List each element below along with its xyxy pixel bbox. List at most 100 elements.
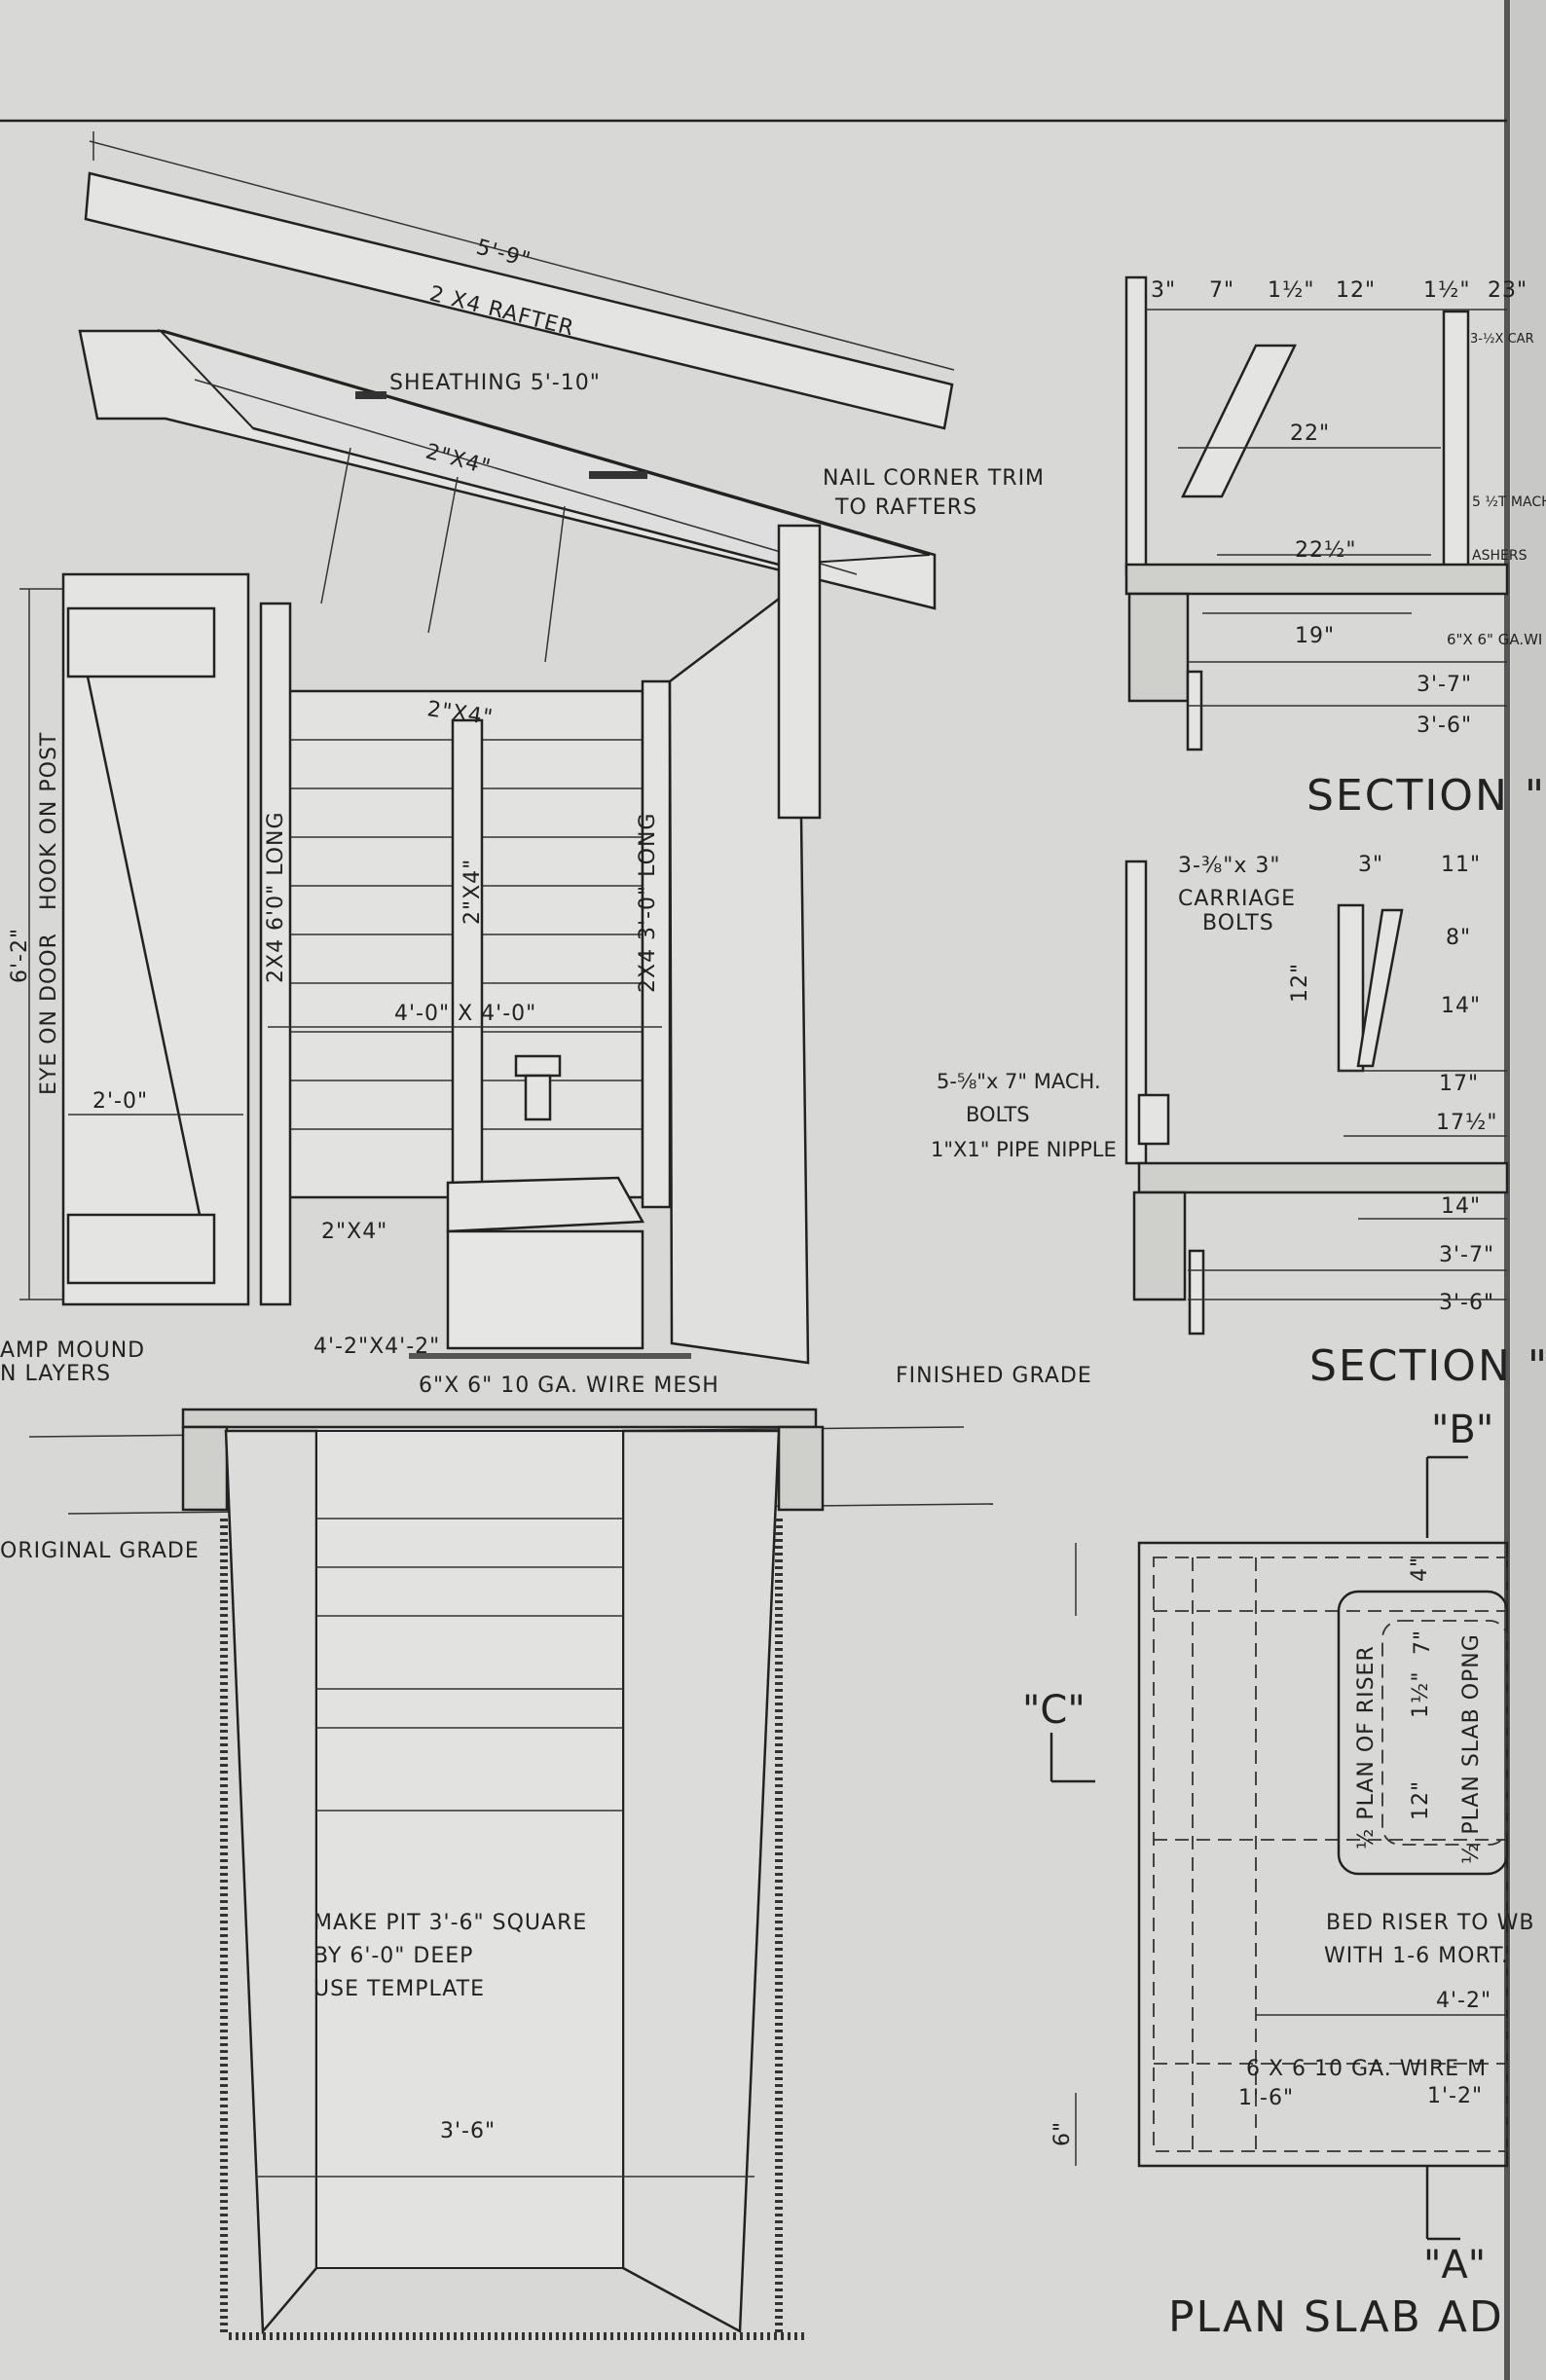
c-d17half: 17½" (1436, 1111, 1497, 1135)
shingle-hatch (355, 391, 386, 399)
footing-left (181, 1425, 229, 1512)
c-d14a: 14" (1441, 994, 1481, 1018)
plan-slab-title: PLAN SLAB AD (1168, 2292, 1504, 2342)
section-c: 3-⅜"x 3" CARRIAGE BOLTS 3" 11" 8" 12" 14… (931, 853, 1546, 1391)
rafter-dim-line (89, 140, 955, 371)
plan-d16: 1'-6" (1238, 2086, 1294, 2110)
ab-d22: 22" (1290, 421, 1330, 446)
carriage-label-2: CARRIAGE (1178, 887, 1296, 911)
hook-on-post-label: HOOK ON POST (37, 732, 61, 910)
ab-d37: 3'-7" (1417, 673, 1472, 697)
floor-dim-label: 4'-0" X 4'-0" (394, 1002, 536, 1026)
corner-trim (777, 524, 822, 820)
plan-d4: 4" (1408, 1556, 1432, 1582)
plan-d1half: 1½" (1409, 1671, 1433, 1718)
center-stud (451, 718, 484, 1190)
bottom-2x4-label: 2"X4" (321, 1220, 387, 1244)
door (61, 572, 250, 1306)
slab-opening-label: ½ PLAN SLAB OPNG (1459, 1633, 1484, 1864)
sheathing-label: SHEATHING 5'-10" (389, 371, 601, 395)
original-grade-label: ORIGINAL GRADE (0, 1539, 200, 1563)
riser-plan-label: ½ PLAN OF RISER (1354, 1645, 1379, 1849)
tamp-mound-label-1: AMP MOUND (0, 1338, 145, 1363)
section-slab (1124, 563, 1509, 596)
marker-b: "B" (1431, 1408, 1493, 1452)
ab-dim-5: 23" (1488, 278, 1528, 303)
ab-dim-3: 12" (1336, 278, 1376, 303)
plan-slab: "B" "C" 4" 7" 1½" 12" ½ PLAN OF RISER ½ … (1022, 1408, 1534, 2342)
c-d3: 3" (1358, 853, 1383, 877)
side-wall (668, 581, 810, 1365)
ab-dim-4: 1½" (1423, 278, 1470, 303)
seat-slant (1181, 344, 1297, 498)
rafter-board (84, 171, 954, 430)
ab-dim-2: 1½" (1268, 278, 1314, 303)
door-height-label: 6'-2" (8, 928, 32, 983)
ab-note-a: 3-½X CAR (1470, 332, 1534, 347)
c-d11: 11" (1441, 853, 1481, 877)
marker-c: "C" (1022, 1688, 1086, 1733)
marker-a: "A" (1423, 2243, 1486, 2288)
pit-note-3: USE TEMPLATE (313, 1977, 485, 2001)
section-c-title: SECTION "C- (1309, 1341, 1546, 1391)
c-d36: 3'-6" (1439, 1291, 1494, 1315)
section-footing (1127, 592, 1190, 703)
seat-riser (446, 1229, 644, 1350)
ab-d19: 19" (1295, 624, 1335, 648)
center-stud-label: 2"X4" (460, 859, 485, 925)
pit-note-1: MAKE PIT 3'-6" SQUARE (313, 1911, 587, 1935)
bed-riser-1: BED RISER TO WB (1326, 1911, 1534, 1935)
carriage-label-1: 3-⅜"x 3" (1178, 854, 1281, 878)
plan-d12: 12" (1409, 1780, 1433, 1820)
nail-trim-label-1: NAIL CORNER TRIM (823, 466, 1045, 491)
ab-dim-1: 7" (1209, 278, 1234, 303)
mach-bolts-1: 5-⅝"x 7" MACH. (937, 1070, 1101, 1093)
eye-on-door-label: EYE ON DOOR (37, 933, 61, 1095)
pit-width-label: 3'-6" (440, 2119, 496, 2143)
plan-wire-label: 6 X 6 10 GA. WIRE M (1246, 2057, 1487, 2081)
section-ab-title: SECTION "A-B" (1307, 771, 1546, 821)
ab-note-c: ASHERS (1472, 548, 1528, 564)
section-a-b: 3" 7" 1½" 12" 1½" 23" 22" 22½" 19" 3'-7"… (1124, 275, 1546, 821)
left-stud (259, 602, 292, 1306)
slab-dim-label: 4'-2"X4'-2" (313, 1335, 440, 1359)
left-stud-label: 2X4 6'0" LONG (264, 811, 288, 983)
finished-grade-label: FINISHED GRADE (896, 1364, 1092, 1388)
right-stud-label: 2X4 3'-0" LONG (636, 813, 660, 993)
ab-dim-0: 3" (1151, 278, 1176, 303)
carriage-label-3: BOLTS (1202, 911, 1274, 935)
page-gutter (1511, 0, 1546, 2380)
plan-d7: 7" (1411, 1629, 1435, 1655)
pipe-nipple: 1"X1" PIPE NIPPLE (931, 1138, 1117, 1161)
ab-note-b: 5 ½T MACH (1472, 494, 1546, 510)
plan-d42: 4'-2" (1436, 1989, 1491, 2013)
mach-bolts-2: BOLTS (966, 1103, 1030, 1126)
riser-wall (1124, 275, 1148, 576)
riser-outline (1337, 1590, 1509, 1876)
tamp-mound-label-2: N LAYERS (0, 1362, 111, 1386)
c-d14b: 14" (1441, 1194, 1481, 1219)
wire-mesh-label: 6"X 6" 10 GA. WIRE MESH (419, 1373, 719, 1398)
pit-back-wall (315, 1430, 624, 2269)
floor-slab (181, 1408, 818, 1429)
seat-riser-top (446, 1176, 645, 1233)
right-stud (641, 679, 672, 1209)
nail-trim-label-2: TO RAFTERS (834, 495, 977, 520)
pit-left-wall (224, 1429, 318, 2335)
section-c-slab (1137, 1161, 1509, 1194)
paper-holder (514, 1054, 562, 1078)
plan-d6: 6" (1050, 2121, 1075, 2146)
c-d37: 3'-7" (1439, 1243, 1494, 1267)
bed-riser-2: WITH 1-6 MORT. (1324, 1944, 1509, 1968)
isometric-privy-view: 5'-9" 2 X4 RAFTER SHEATHING 5'-10" 2"X4"… (0, 131, 1092, 2340)
c-d12: 12" (1288, 963, 1312, 1003)
c-d8: 8" (1446, 926, 1471, 950)
c-d17: 17" (1439, 1072, 1479, 1096)
ab-note-d: 6"X 6" GA.WI (1447, 631, 1542, 648)
plan-d12b: 1'-2" (1427, 2084, 1483, 2108)
footing-right (777, 1425, 825, 1512)
rafter-length-label: 5'-9" (473, 236, 534, 274)
ab-d22half: 22½" (1295, 538, 1356, 563)
door-width-label: 2'-0" (92, 1089, 148, 1114)
